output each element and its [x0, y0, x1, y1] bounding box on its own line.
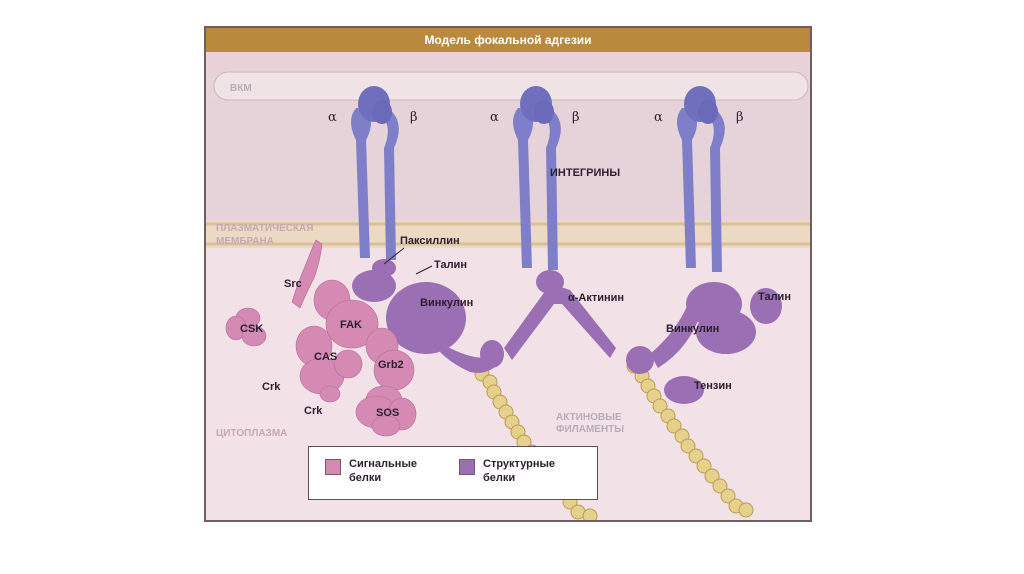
integrins-label: ИНТЕГРИНЫ	[550, 167, 620, 179]
label-vinculin: Винкулин	[420, 297, 473, 309]
label-src: Src	[284, 278, 302, 290]
ecm-layer	[214, 72, 808, 100]
label-fak: FAK	[340, 319, 362, 331]
label-paxillin: Паксиллин	[400, 235, 460, 247]
legend-label-signaling: Сигнальные белки	[349, 457, 439, 485]
label-cas: CAS	[314, 351, 337, 363]
integrin-3-beta: β	[736, 110, 744, 125]
integrin-1-beta: β	[410, 110, 418, 125]
integrin-1-alpha: α	[328, 110, 337, 125]
ecm-label: ВКМ	[230, 83, 252, 94]
label-talin: Талин	[434, 259, 467, 271]
legend-swatch-signaling	[325, 459, 341, 475]
label-tensin: Тензин	[694, 380, 732, 392]
label-grb2: Grb2	[378, 359, 404, 371]
label-vinculin-right: Винкулин	[666, 323, 719, 335]
label-talin-right: Талин	[758, 291, 791, 303]
legend-swatch-structural	[459, 459, 475, 475]
label-csk: CSK	[240, 323, 263, 335]
focal-adhesion-figure: Модель фокальной адгезии ВКМ ПЛАЗМАТИЧЕС…	[204, 26, 812, 522]
legend-item-signaling: Сигнальные белки	[325, 457, 439, 485]
legend-item-structural: Структурные белки	[459, 457, 573, 485]
integrin-2-beta: β	[572, 110, 580, 125]
membrane-label-line1: ПЛАЗМАТИЧЕСКАЯ	[216, 223, 313, 234]
actin-label-line1: АКТИНОВЫЕ	[556, 412, 622, 423]
label-crk-2: Crk	[304, 405, 323, 417]
integrin-3-alpha: α	[654, 110, 663, 125]
label-crk-1: Crk	[262, 381, 281, 393]
membrane-label-line2: МЕМБРАНА	[216, 236, 274, 247]
integrin-2-alpha: α	[490, 110, 499, 125]
legend: Сигнальные белки Структурные белки	[308, 446, 598, 500]
actin-label-line2: ФИЛАМЕНТЫ	[556, 424, 624, 435]
cytoplasm-label: ЦИТОПЛАЗМА	[216, 428, 287, 439]
legend-label-structural: Структурные белки	[483, 457, 573, 485]
label-alpha-actinin: α-Актинин	[568, 292, 624, 304]
label-sos: SOS	[376, 407, 399, 419]
